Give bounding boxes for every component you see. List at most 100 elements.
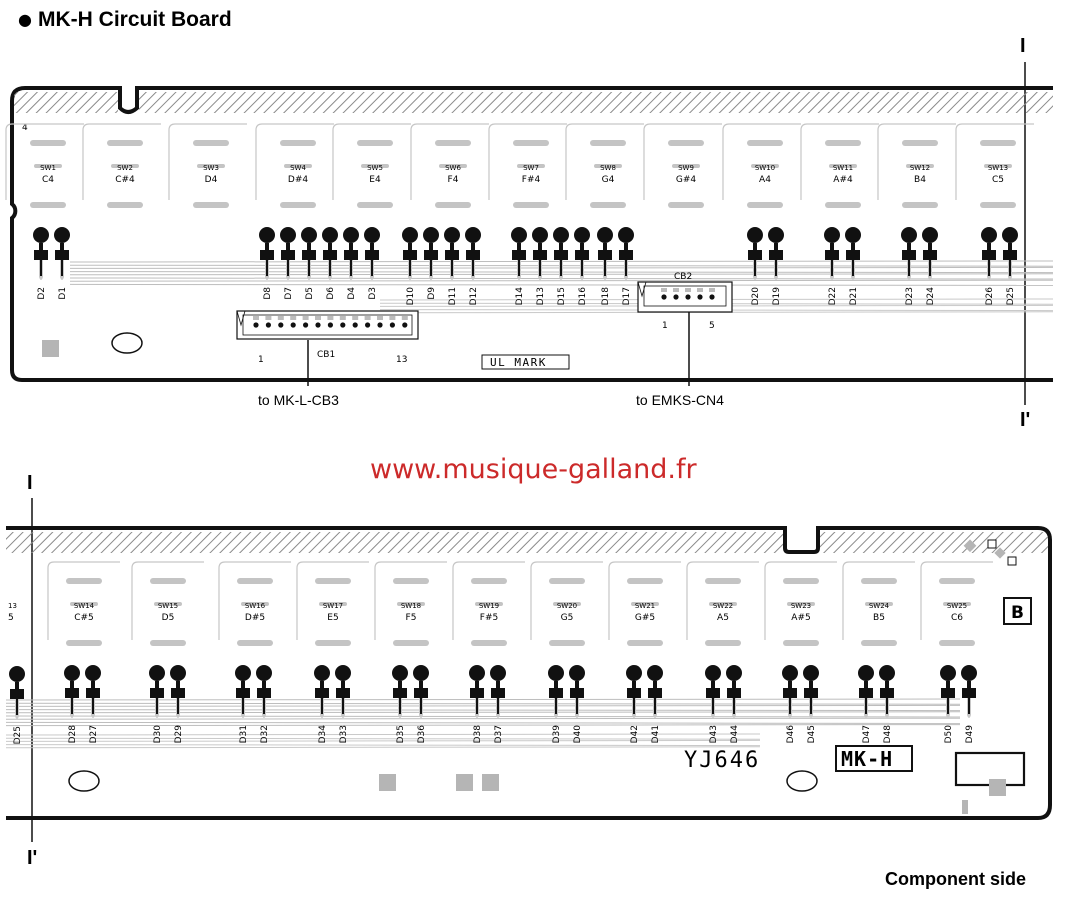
connector-pin	[402, 322, 408, 328]
mount-hole	[111, 332, 143, 354]
diode-label: D25	[1006, 287, 1016, 305]
diode: D24	[922, 227, 938, 305]
mount-hole	[68, 770, 100, 792]
diode-label: D38	[473, 725, 483, 744]
square-pad	[989, 779, 1006, 796]
connector-pin	[278, 322, 284, 328]
switch-label: SW24	[869, 602, 890, 610]
note-label: G4	[602, 175, 615, 185]
diode-label: D31	[239, 725, 249, 743]
connector-pin	[290, 322, 296, 328]
board-bottom-outline	[6, 526, 1052, 820]
diode: D12	[465, 227, 481, 305]
diode: D23	[901, 227, 917, 305]
connector-cb2: CB2 1 5	[637, 272, 733, 331]
square-pad	[482, 774, 499, 791]
diode-label: D29	[174, 725, 184, 744]
diode-label: D45	[807, 725, 817, 743]
diode-label: D14	[515, 287, 525, 306]
note-label: G#4	[676, 175, 697, 185]
diode: D22	[824, 227, 840, 305]
switch-label: SW17	[323, 602, 343, 610]
section-mark-top-prime: I'	[1020, 409, 1030, 431]
mount-hole	[786, 770, 818, 792]
switch-label: SW13	[988, 164, 1008, 172]
diode: D8	[259, 227, 275, 300]
diode-label: D3	[368, 287, 378, 300]
diode-label: D15	[557, 287, 567, 305]
connector-pin	[303, 322, 309, 328]
switch-label: SW23	[791, 602, 811, 610]
title-bullet: ●	[18, 10, 32, 29]
diode-label: D19	[772, 287, 782, 306]
switch-row-bottom: SW14C#5SW15D5SW16D#5SW17E5SW18F5SW19F#5S…	[8, 578, 975, 646]
note-label: G5	[561, 613, 574, 623]
board-name-label: MK-H	[841, 747, 893, 771]
diode: D25	[1002, 227, 1018, 305]
note-label: D5	[162, 613, 175, 623]
diode: D29	[170, 665, 186, 743]
diode-label: D47	[862, 725, 872, 743]
diode-label: D26	[985, 287, 995, 306]
diode: D1	[54, 227, 70, 300]
switch-label: SW1	[40, 164, 56, 172]
diode: D46	[782, 665, 798, 743]
diode-label: D13	[536, 287, 546, 305]
switch-label: SW7	[523, 164, 539, 172]
switch-label: SW15	[158, 602, 178, 610]
diode: D27	[85, 665, 101, 743]
diode-label: D40	[573, 725, 583, 744]
diode: D13	[532, 227, 548, 305]
diode: D2	[33, 227, 49, 300]
diode: D10	[402, 227, 418, 305]
note-label: E5	[327, 613, 338, 623]
side-mark-label: B	[1011, 603, 1024, 623]
diode-label: D41	[651, 725, 661, 743]
page-title: MK-H Circuit Board	[38, 8, 232, 31]
note-label: C4	[42, 175, 54, 185]
diode-label: D27	[89, 725, 99, 743]
board-top-outline	[10, 86, 1053, 382]
cb1-pin-end: 13	[396, 355, 407, 365]
square-pad	[379, 774, 396, 791]
switch-label: SW19	[479, 602, 499, 610]
switch-label: SW16	[245, 602, 266, 610]
diode-label: D46	[786, 725, 796, 744]
corner-label: 4	[22, 123, 28, 133]
diode-label: D18	[601, 287, 611, 306]
section-mark-bottom-prime: I'	[27, 847, 37, 869]
diode: D38	[469, 665, 485, 743]
board-top: 4 SW1C4SW2C#4SW3D4SW4D#4SW5E4SW6F4SW7F#4…	[5, 86, 1054, 382]
diode-label: D33	[339, 725, 349, 743]
diode-label: D42	[630, 725, 640, 743]
key-switch-partial: 135	[8, 602, 17, 623]
diode: D19	[768, 227, 784, 305]
diode: D16	[574, 227, 590, 305]
switch-label: SW10	[755, 164, 775, 172]
diode-label: D8	[263, 287, 273, 300]
switch-label: SW18	[401, 602, 421, 610]
switch-label: SW22	[713, 602, 733, 610]
ul-mark-box	[481, 354, 570, 370]
diode: D3	[364, 227, 380, 300]
diode: D39	[548, 665, 564, 743]
note-label: E4	[369, 175, 381, 185]
diode-label: D35	[396, 725, 406, 743]
switch-label: SW3	[203, 164, 219, 172]
diode: D26	[981, 227, 997, 305]
cb1-pin-start: 1	[258, 355, 264, 365]
switch-row-top: SW1C4SW2C#4SW3D4SW4D#4SW5E4SW6F4SW7F#4SW…	[30, 140, 1016, 208]
diode-label: D30	[153, 725, 163, 744]
diode-label: D25	[13, 726, 23, 744]
diode: D18	[597, 227, 613, 305]
connector-pin	[340, 322, 346, 328]
